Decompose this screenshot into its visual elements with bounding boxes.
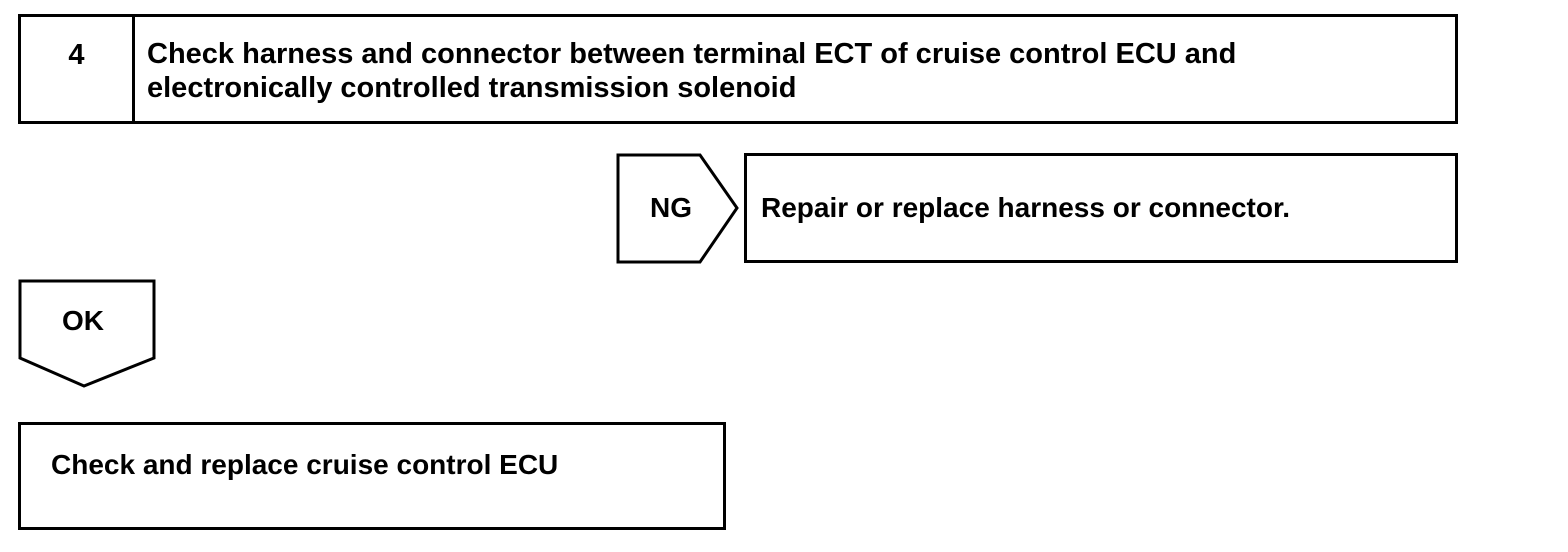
ok-arrow-shape [18,279,156,388]
final-step-box: Check and replace cruise control ECU [18,422,726,530]
step-title: Check harness and connector between term… [135,17,1455,121]
ng-action-box: Repair or replace harness or connector. [744,153,1458,263]
step-title-line-1: Check harness and connector between term… [147,38,1237,70]
step-number: 4 [21,17,135,121]
ok-label: OK [62,305,104,336]
ng-action-text: Repair or replace harness or connector. [761,192,1291,223]
ng-label: NG [650,192,692,223]
ng-arrow-shape [616,153,739,264]
step-box: 4 Check harness and connector between te… [18,14,1458,124]
final-step-text: Check and replace cruise control ECU [51,449,559,480]
step-title-line-2: electronically controlled transmission s… [147,72,797,104]
